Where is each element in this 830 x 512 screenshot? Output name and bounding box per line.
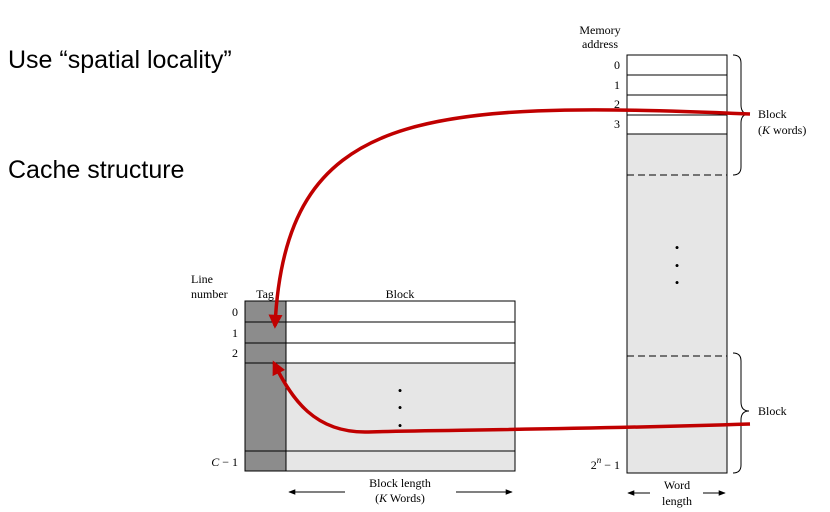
- cache-dot: •: [398, 383, 403, 398]
- cache-line-number-0: 0: [232, 305, 238, 319]
- line-number-header-line1: Line: [191, 272, 213, 286]
- cache-line-number-1: 1: [232, 326, 238, 340]
- memory-shaded-area: [627, 134, 727, 473]
- memory-block-label-top: Block: [758, 107, 787, 121]
- cache-shaded-area: [286, 363, 515, 471]
- memory-block-label-bottom: Block: [758, 404, 787, 418]
- memory-dot: •: [675, 275, 680, 290]
- bullet-cache-structure: Cache structure: [8, 156, 185, 184]
- memory-address-last: 2n − 1: [591, 455, 620, 472]
- memory-address-1: 1: [614, 78, 620, 92]
- memory-dot: •: [675, 258, 680, 273]
- memory-header-line1: Memory: [579, 23, 620, 37]
- cache-line-number-2: 2: [232, 346, 238, 360]
- main-memory: Memory address 0 1 2 3 2n − 1 • • • Bloc…: [579, 23, 806, 508]
- cache-outline: [244, 300, 516, 472]
- memory-header-line2: address: [582, 37, 618, 51]
- memory-block-brace-bottom: [732, 352, 750, 474]
- block-length-label-line1: Block length: [369, 476, 431, 490]
- memory-dot: •: [675, 240, 680, 255]
- cache-line-number-last: C − 1: [211, 455, 238, 469]
- tag-column-header: Tag: [256, 287, 274, 301]
- block-column-header: Block: [386, 287, 415, 301]
- mapping-arrow-bottom-block: [272, 360, 751, 434]
- cache-dot: •: [398, 418, 403, 433]
- line-number-header-line2: number: [191, 287, 228, 301]
- bullet-spatial-locality: Use “spatial locality”: [8, 46, 232, 74]
- block-length-label-line2: (K Words): [375, 491, 425, 505]
- mapping-arrow-top-block: [268, 108, 751, 329]
- memory-address-3: 3: [614, 117, 620, 131]
- cache: Line number Tag Block 0 1 2 C − 1 • • • …: [191, 272, 516, 505]
- memory-block-size-label: (K words): [758, 123, 806, 137]
- cache-dot: •: [398, 400, 403, 415]
- memory-outline: [626, 54, 728, 474]
- tag-column: [244, 300, 287, 472]
- memory-address-2: 2: [614, 97, 620, 111]
- memory-address-0: 0: [614, 58, 620, 72]
- word-length-label-line2: length: [662, 494, 692, 508]
- word-length-label-line1: Word: [664, 478, 690, 492]
